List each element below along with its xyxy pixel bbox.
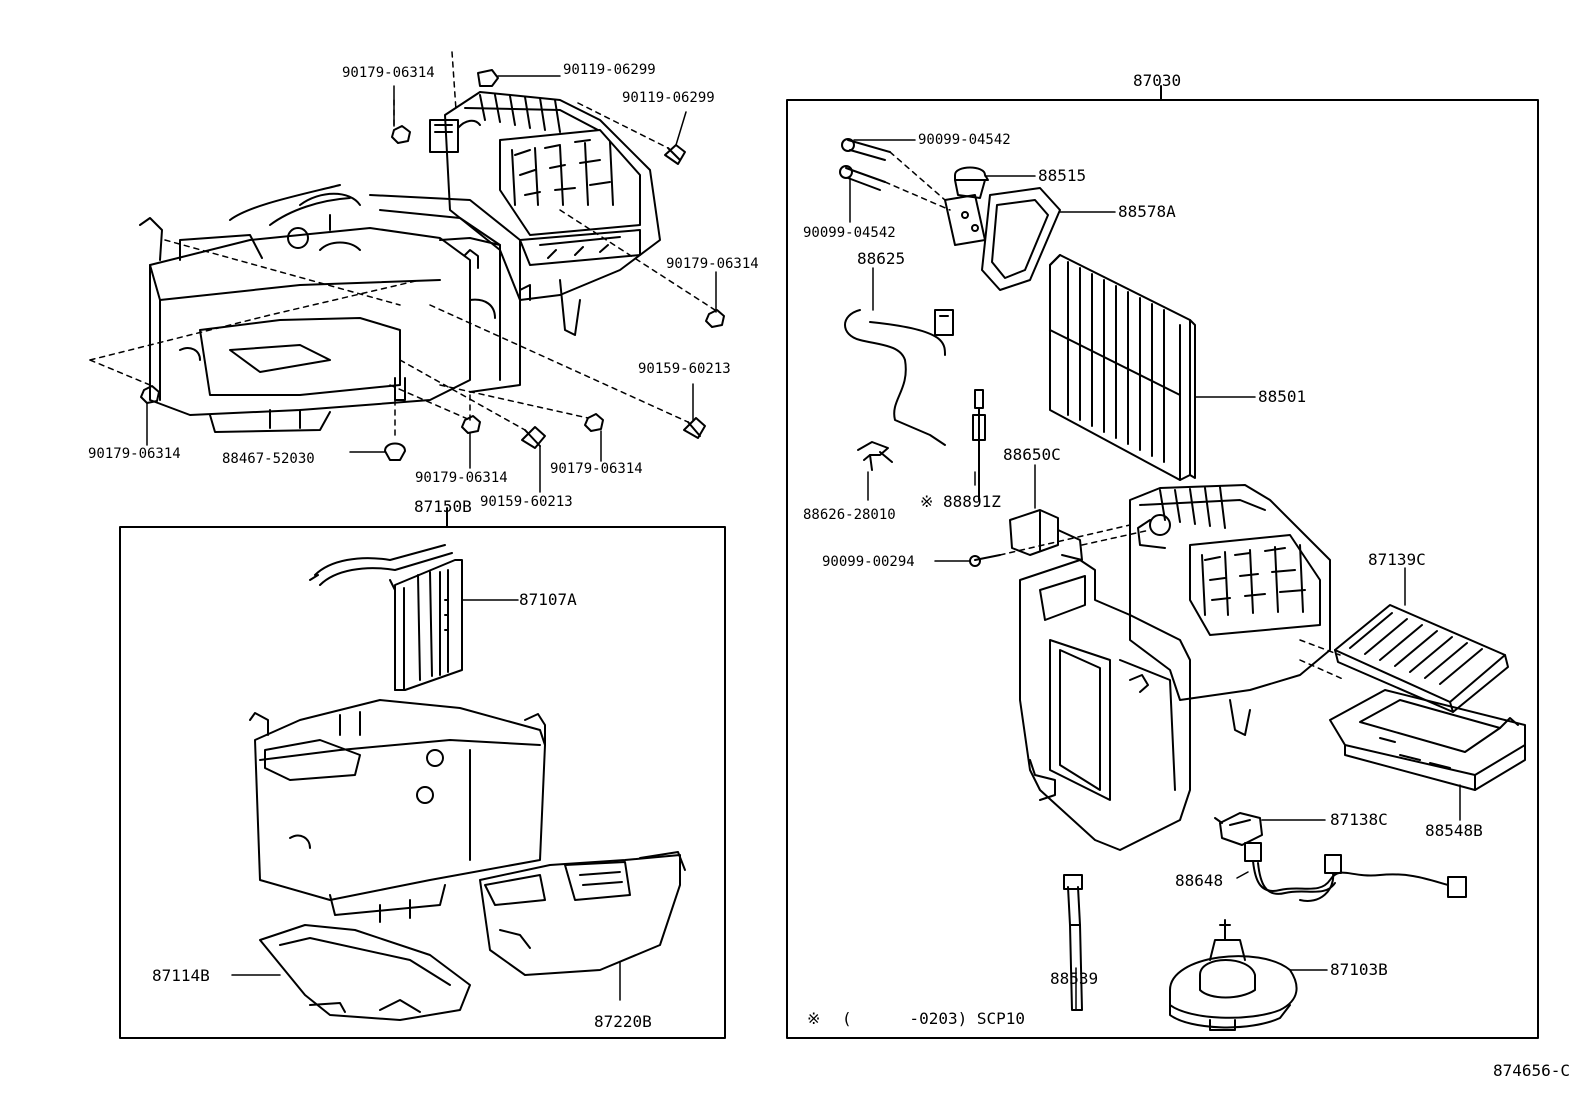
label-90119-06299-right: 90119-06299 <box>622 90 715 106</box>
resistor-88650C <box>1009 509 1083 561</box>
label-88626-28010: 88626-28010 <box>803 507 896 523</box>
label-87220B: 87220B <box>594 1012 652 1031</box>
label-87139C: 87139C <box>1368 550 1426 569</box>
label-87103B: 87103B <box>1330 960 1388 979</box>
label-88539: 88539 <box>1050 969 1099 988</box>
register-87138C <box>1214 812 1263 846</box>
footnote-text: ( -0203) SCP10 <box>842 1009 1026 1028</box>
label-87114B: 87114B <box>152 966 210 985</box>
label-87107A: 87107A <box>519 590 577 609</box>
dashed-paths-top <box>89 51 716 441</box>
heater-unit-assembly <box>139 184 531 433</box>
label-90159-60213-bottom: 90159-60213 <box>480 494 573 510</box>
label-88650C: 88650C <box>1003 445 1061 464</box>
label-90179-06314-bottom-right: 90179-06314 <box>550 461 643 477</box>
label-88578A: 88578A <box>1118 202 1176 221</box>
blower-motor-87103B <box>1169 919 1298 1031</box>
label-90179-06314-bottom: 90179-06314 <box>415 470 508 486</box>
label-90099-04542-top: 90099-04542 <box>918 132 1011 148</box>
heater-group-frame <box>119 526 726 1039</box>
filter-case-88548B <box>1329 689 1526 791</box>
label-88548B: 88548B <box>1425 821 1483 840</box>
leader-lines <box>146 75 1461 1011</box>
label-88648: 88648 <box>1175 871 1224 890</box>
label-90179-06314-right: 90179-06314 <box>666 256 759 272</box>
heater-case <box>249 699 546 923</box>
air-duct <box>479 851 686 976</box>
clip-88626 <box>857 441 893 471</box>
label-88891Z: ※ 88891Z <box>920 492 1001 511</box>
screw-90099-00294 <box>969 554 1001 567</box>
drain-hose-88539 <box>1063 874 1083 1011</box>
label-90179-06314-top: 90179-06314 <box>342 65 435 81</box>
blower-unit-assembly <box>429 91 661 336</box>
cooling-group-frame <box>786 99 1539 1039</box>
label-90099-00294: 90099-00294 <box>822 554 915 570</box>
label-90119-06299-top: 90119-06299 <box>563 62 656 78</box>
label-90159-60213-right: 90159-60213 <box>638 361 731 377</box>
thermistor-wire <box>844 309 954 446</box>
heater-lower-cover <box>259 924 471 1021</box>
group-label-87030: 87030 <box>1133 71 1182 90</box>
label-88467-52030: 88467-52030 <box>222 451 315 467</box>
blower-case <box>1129 484 1331 736</box>
label-90179-06314-left: 90179-06314 <box>88 446 181 462</box>
footnote-mark: ※ <box>807 1009 821 1028</box>
harness-88648 <box>1244 842 1467 902</box>
evaporator-case <box>1019 559 1191 851</box>
diagram-code: 874656-C <box>1493 1061 1571 1080</box>
label-90099-04542-left: 90099-04542 <box>803 225 896 241</box>
heater-core <box>309 544 463 691</box>
label-88501: 88501 <box>1258 387 1307 406</box>
bolts-90099-04542 <box>839 138 891 191</box>
group-label-87150B: 87150B <box>414 497 472 516</box>
air-filter-87139C <box>1334 604 1509 713</box>
fastener-symbols-top <box>140 69 725 461</box>
expansion-valve <box>944 166 989 246</box>
evaporator-seal <box>981 187 1061 291</box>
label-87138C: 87138C <box>1330 810 1388 829</box>
label-88625: 88625 <box>857 249 906 268</box>
label-88515: 88515 <box>1038 166 1087 185</box>
dashed-paths-cooling <box>884 151 1346 681</box>
thermistor-clip <box>972 389 986 501</box>
evaporator <box>1049 254 1196 481</box>
